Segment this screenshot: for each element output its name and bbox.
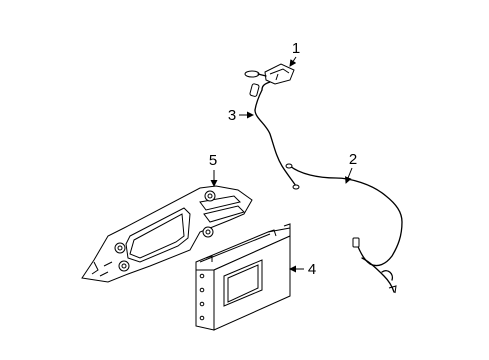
- callout-1: 1: [289, 40, 300, 67]
- callout-5-number: 5: [209, 152, 217, 169]
- callout-1-number: 1: [292, 40, 300, 57]
- callout-3: 3: [228, 107, 254, 124]
- callout-2: 2: [344, 151, 357, 184]
- callout-2-number: 2: [349, 151, 357, 168]
- callout-3-number: 3: [228, 107, 236, 124]
- callout-4-number: 4: [308, 261, 316, 278]
- control-module-part: [195, 223, 291, 331]
- antenna-lead-part: [249, 83, 300, 190]
- callout-4: 4: [289, 261, 316, 278]
- callout-5: 5: [209, 152, 218, 187]
- mounting-bracket-part: [81, 185, 253, 283]
- main-cable-part: [285, 163, 403, 294]
- antenna-part: [244, 63, 295, 91]
